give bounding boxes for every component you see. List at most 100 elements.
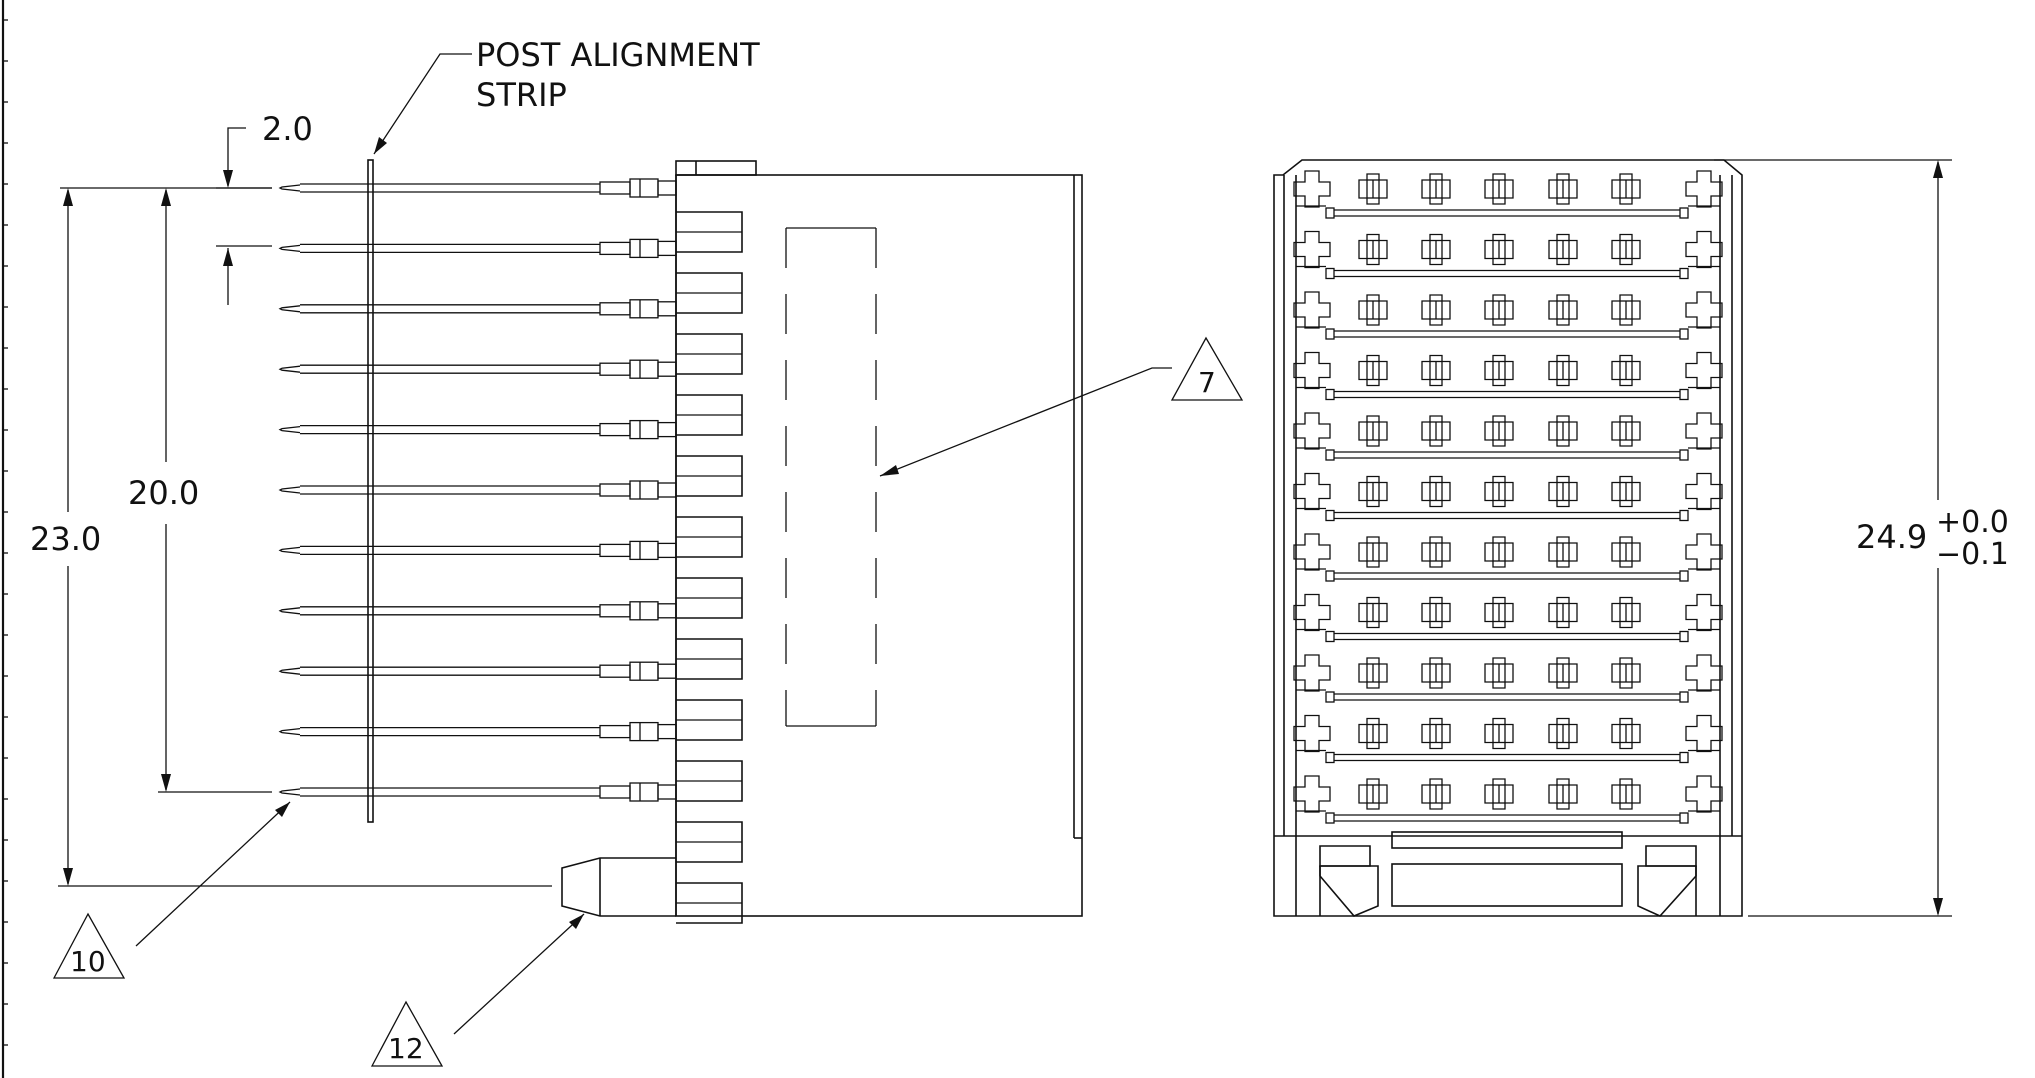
contact-cavity xyxy=(1421,233,1451,266)
left-foot-chamfer xyxy=(1319,865,1379,917)
contact-grid xyxy=(1293,170,1723,824)
contact-cavity xyxy=(1421,475,1451,508)
row-rail xyxy=(1296,810,1720,824)
contact-cavity xyxy=(1611,294,1641,326)
contact-cavity xyxy=(1548,778,1578,810)
contact-cavity xyxy=(1548,233,1578,266)
contact-cavity xyxy=(1358,717,1388,750)
post-alignment-label: POST ALIGNMENT STRIP xyxy=(373,36,760,155)
contact-cavity xyxy=(1358,475,1388,508)
label-window xyxy=(785,227,877,727)
outer-span-dimension: 23.0 xyxy=(30,520,101,558)
height-tolerance-minus: −0.1 xyxy=(1936,537,2009,572)
contact-cavity xyxy=(1358,415,1388,447)
contact-row xyxy=(1293,291,1723,340)
contact-cavity xyxy=(1358,536,1388,568)
contact-cavity xyxy=(1421,778,1451,810)
row-rail xyxy=(1296,386,1720,401)
contact-cavity xyxy=(1358,354,1388,387)
guide-post xyxy=(561,857,676,917)
press-fit-pin xyxy=(278,661,677,681)
contact-cavity xyxy=(1611,596,1641,629)
side-view xyxy=(278,159,1083,924)
contact-cavity xyxy=(1484,475,1514,508)
contact-cavity xyxy=(1548,475,1578,508)
press-fit-pin xyxy=(278,419,677,440)
contact-cavity xyxy=(1484,294,1514,326)
row-rail xyxy=(1296,447,1720,461)
top-latch xyxy=(675,160,757,176)
contact-cavity xyxy=(1548,173,1578,205)
contact-cavity xyxy=(1358,173,1388,205)
contact-cavity xyxy=(1358,778,1388,810)
contact-row xyxy=(1293,472,1723,522)
contact-cavity xyxy=(1548,415,1578,447)
press-fit-pins xyxy=(278,178,677,802)
front-dimensions: 24.9 +0.0 −0.1 xyxy=(1714,159,2009,917)
contact-cavity xyxy=(1484,596,1514,629)
contact-cavity xyxy=(1611,233,1641,266)
press-fit-pin xyxy=(278,601,677,621)
contact-cavity xyxy=(1358,294,1388,326)
contact-cavity xyxy=(1611,657,1641,689)
right-foot-chamfer xyxy=(1637,865,1697,917)
contact-cavity xyxy=(1421,354,1451,387)
post-alignment-strip xyxy=(367,159,374,823)
contact-cavity xyxy=(1421,173,1451,205)
contact-cavity xyxy=(1484,415,1514,447)
contact-cavity xyxy=(1548,596,1578,629)
contact-row xyxy=(1293,775,1723,824)
note-12-number: 12 xyxy=(388,1032,424,1065)
contact-cavity xyxy=(1421,596,1451,629)
row-rail xyxy=(1296,749,1720,764)
bottom-key-slot xyxy=(1391,831,1623,849)
contact-cavity xyxy=(1548,717,1578,750)
contact-row xyxy=(1293,351,1723,401)
contact-row xyxy=(1293,170,1723,219)
contact-slots xyxy=(676,211,743,924)
callout-7: 7 xyxy=(879,336,1244,477)
contact-row xyxy=(1293,533,1723,582)
contact-cavity xyxy=(1611,717,1641,750)
press-fit-pin xyxy=(278,299,677,319)
contact-cavity xyxy=(1484,778,1514,810)
contact-cavity xyxy=(1421,536,1451,568)
contact-row xyxy=(1293,412,1723,461)
contact-cavity xyxy=(1358,596,1388,629)
contact-cavity xyxy=(1484,354,1514,387)
contact-cavity xyxy=(1421,717,1451,750)
row-rail xyxy=(1296,326,1720,340)
contact-cavity xyxy=(1421,294,1451,326)
callout-12: 12 xyxy=(370,913,585,1067)
row-rail xyxy=(1296,628,1720,643)
post-alignment-line-1: POST ALIGNMENT xyxy=(476,36,760,74)
front-view xyxy=(1273,159,1743,917)
press-fit-pin xyxy=(278,178,677,198)
height-dimension: 24.9 xyxy=(1856,518,1927,556)
contact-cavity xyxy=(1484,536,1514,568)
contact-cavity xyxy=(1484,233,1514,266)
contact-cavity xyxy=(1611,415,1641,447)
contact-row xyxy=(1293,714,1723,764)
contact-cavity xyxy=(1548,536,1578,568)
contact-cavity xyxy=(1484,657,1514,689)
contact-cavity xyxy=(1611,475,1641,508)
contact-cavity xyxy=(1611,778,1641,810)
pitch-dimension: 2.0 xyxy=(262,110,313,148)
post-alignment-line-2: STRIP xyxy=(476,76,567,114)
bottom-window xyxy=(1391,863,1623,907)
contact-cavity xyxy=(1421,415,1451,447)
contact-cavity xyxy=(1548,657,1578,689)
note-10-number: 10 xyxy=(70,945,106,978)
sheet-border xyxy=(1,0,8,1078)
press-fit-pin xyxy=(278,480,677,500)
contact-cavity xyxy=(1548,294,1578,326)
contact-cavity xyxy=(1421,657,1451,689)
inner-span-dimension: 20.0 xyxy=(128,474,199,512)
press-fit-pin xyxy=(278,721,677,742)
contact-cavity xyxy=(1611,173,1641,205)
note-7-number: 7 xyxy=(1198,366,1216,399)
contact-cavity xyxy=(1484,173,1514,205)
row-rail xyxy=(1296,568,1720,582)
